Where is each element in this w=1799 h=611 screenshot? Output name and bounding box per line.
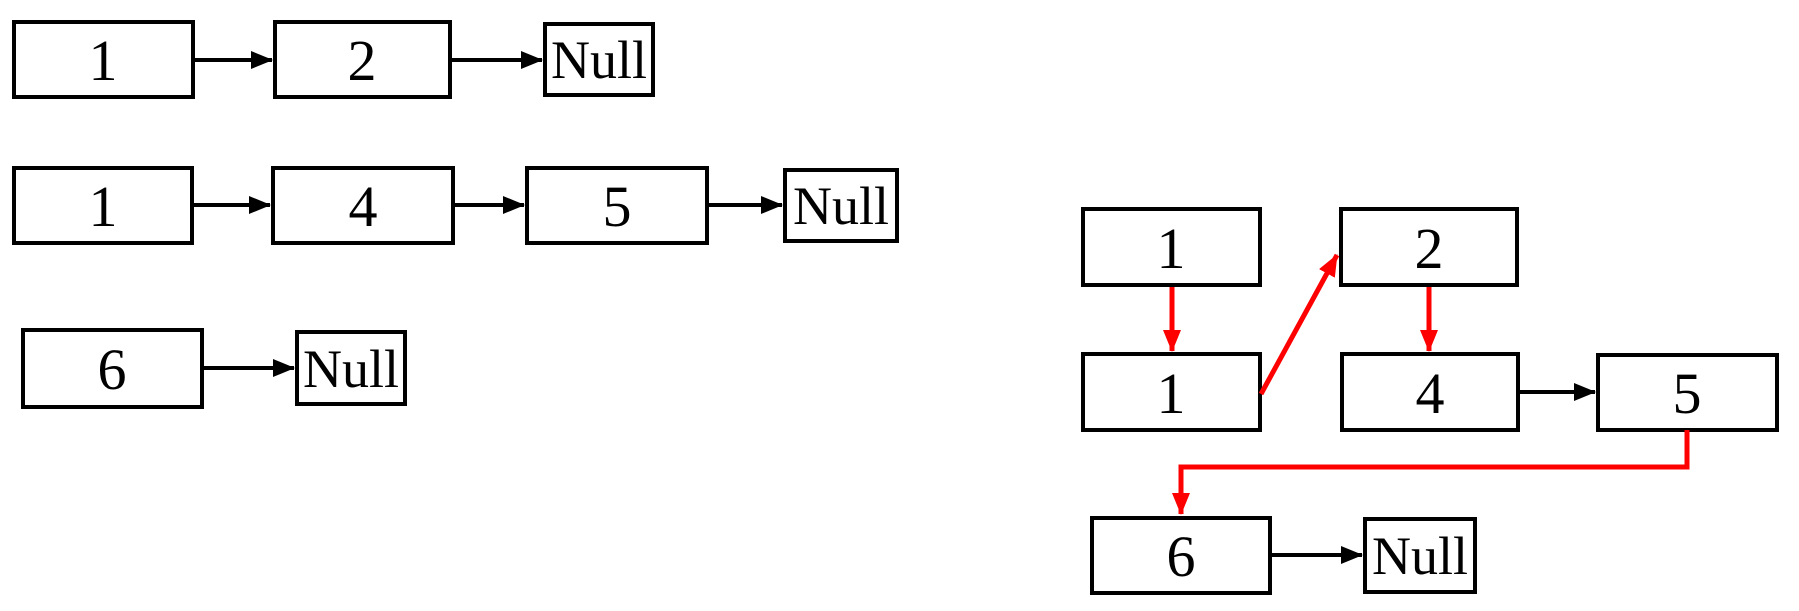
merge-top-node-2-box <box>1339 207 1519 287</box>
merge-mid-node-1-label: 1 <box>1157 361 1186 426</box>
list-a-null-box <box>543 22 655 97</box>
red-arrow-merged1-to-top2 <box>1258 253 1340 396</box>
red-arrow-merged5-to-merged6 <box>1172 430 1690 515</box>
list-b-node-1-label: 1 <box>89 174 118 239</box>
list-b-node-5-label: 5 <box>603 174 632 239</box>
list-a-null-label: Null <box>551 30 647 90</box>
list-c-null-label: Null <box>303 339 399 399</box>
list-a-node-1-label: 1 <box>89 28 118 93</box>
list-b-node-4-label: 4 <box>349 174 378 239</box>
merge-bottom-node-6-label: 6 <box>1167 524 1196 589</box>
merge-mid-node-4-box <box>1340 352 1520 432</box>
list-c-null-box <box>295 330 407 406</box>
merge-null-box <box>1363 517 1477 594</box>
merge-top-node-1-label: 1 <box>1157 216 1186 281</box>
merge-null-label: Null <box>1372 526 1468 586</box>
merge-diagram: 1 2 1 4 5 6 Null <box>1081 207 1779 595</box>
list-b-node-5-box <box>525 166 709 245</box>
merge-mid-node-5-box <box>1596 353 1779 432</box>
source-list-b: 1 4 5 Null <box>12 166 899 245</box>
list-a-node-1-box <box>12 20 195 99</box>
merge-bottom-node-6-box <box>1090 516 1272 595</box>
source-list-c: 6 Null <box>21 328 407 409</box>
source-list-a: 1 2 Null <box>12 20 655 99</box>
list-a-node-2-box <box>273 20 452 99</box>
list-a-node-2-label: 2 <box>348 28 377 93</box>
list-b-node-4-box <box>271 166 455 245</box>
list-b-node-1-box <box>12 166 194 245</box>
merge-top-node-2-label: 2 <box>1415 216 1444 281</box>
list-c-node-6-label: 6 <box>98 337 127 402</box>
list-c-node-6-box <box>21 328 204 409</box>
list-b-null-label: Null <box>793 176 889 236</box>
merge-top-node-1-box <box>1081 207 1262 287</box>
merge-mid-node-5-label: 5 <box>1673 361 1702 426</box>
merge-mid-node-1-box <box>1081 352 1262 432</box>
list-b-null-box <box>783 168 899 243</box>
merge-mid-node-4-label: 4 <box>1416 361 1445 426</box>
